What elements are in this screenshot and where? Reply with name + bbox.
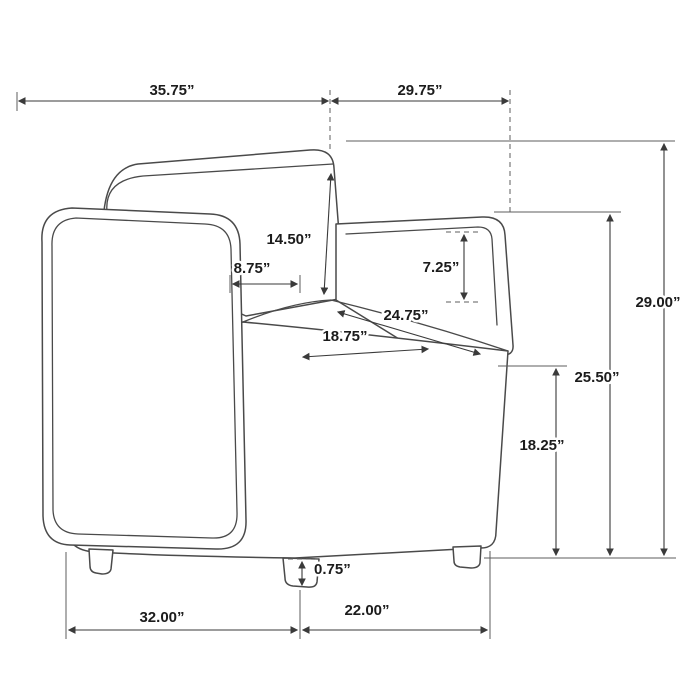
dim-label-seat-depth: 18.75”	[322, 328, 367, 345]
dim-label-overall-height: 29.00”	[635, 294, 680, 311]
chair-foot-right	[452, 545, 482, 569]
dim-label-arm-inner-height: 7.25”	[423, 259, 460, 276]
dim-line-backrest-height	[320, 172, 335, 296]
dim-label-depth-top: 29.75”	[397, 82, 442, 99]
chair-backrest-piping	[106, 163, 334, 213]
dim-line-seat-depth	[301, 345, 430, 361]
dim-label-overall-width-top: 35.75”	[149, 82, 194, 99]
dim-label-arm-height: 25.50”	[574, 369, 619, 386]
chair-left-arm-piping	[51, 217, 238, 539]
chair-left-arm-panel	[41, 207, 247, 550]
dim-label-seat-width-diagonal: 24.75”	[383, 307, 428, 324]
dim-label-seat-to-floor: 18.25”	[519, 437, 564, 454]
dim-label-arm-front-width: 8.75”	[234, 260, 271, 277]
dimension-annotations: 35.75” 29.75” 29.00” 25.50” 18.25” 7.25”…	[16, 80, 683, 639]
dim-line-seat-width-diagonal	[336, 310, 482, 356]
dim-label-base-depth-bottom: 22.00”	[344, 602, 389, 619]
dim-label-leg-height: 0.75”	[314, 561, 351, 578]
chair-foot-left	[88, 548, 114, 575]
chair-drawing	[41, 149, 514, 588]
chair-seat-back-edge	[242, 299, 332, 323]
dim-label-backrest-height: 14.50”	[266, 231, 311, 248]
dim-label-base-width-bottom: 32.00”	[139, 609, 184, 626]
chair-right-arm-piping	[345, 226, 498, 326]
